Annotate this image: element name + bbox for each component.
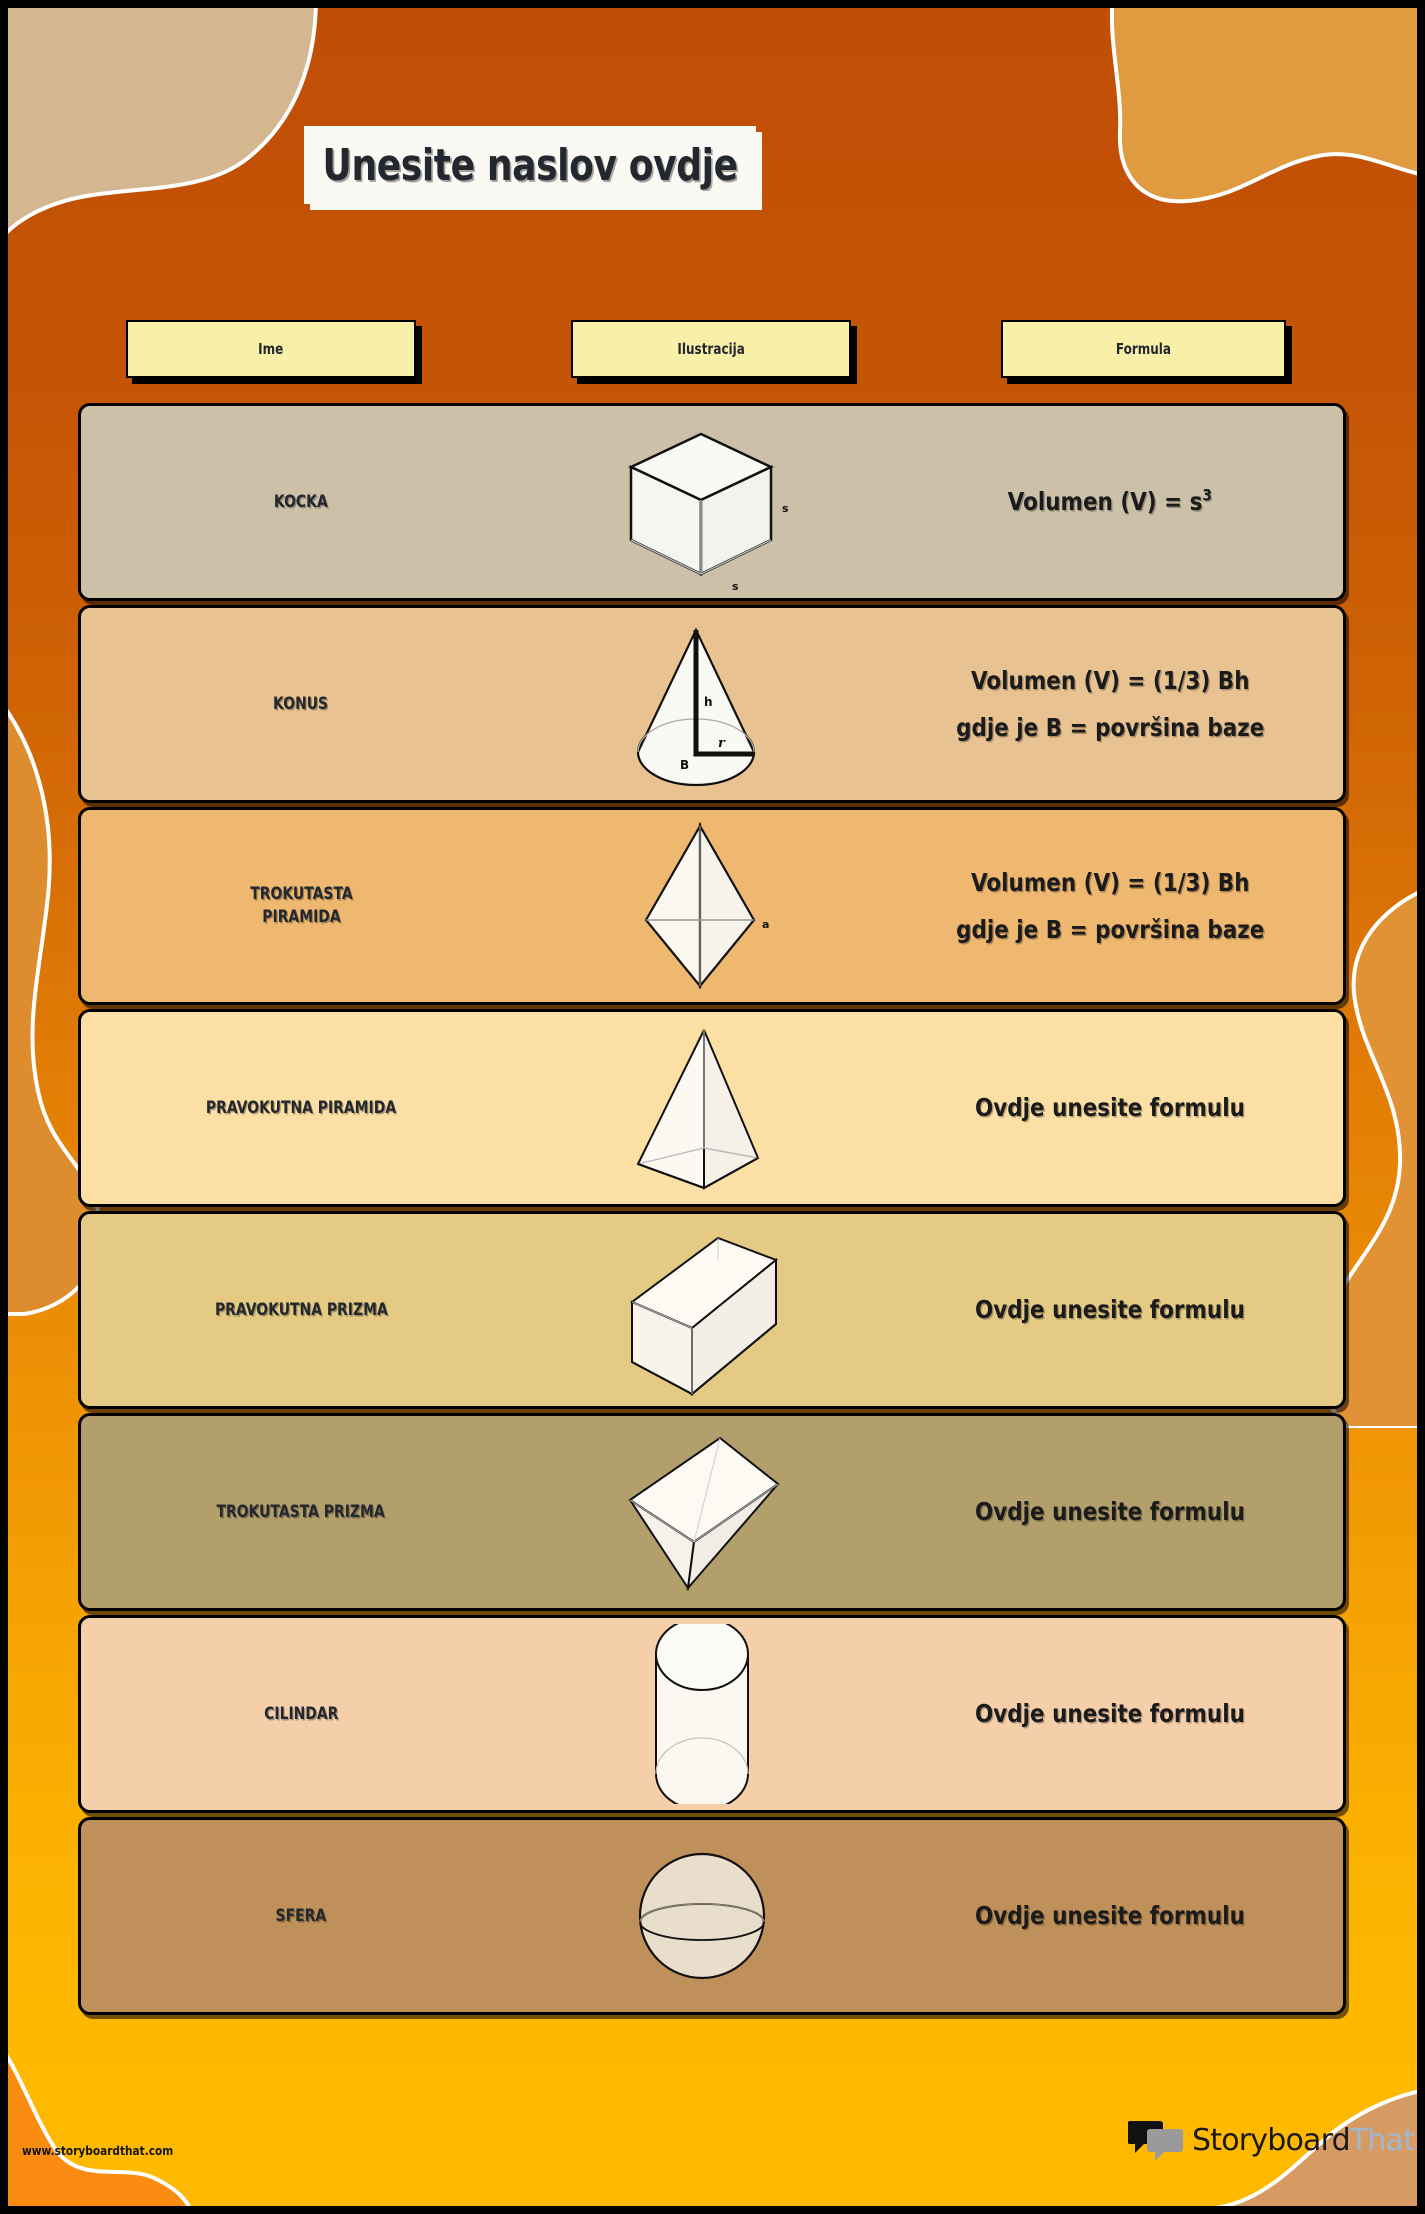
shape-name-label: SFERA [275, 1905, 327, 1926]
cylinder-icon [655, 1624, 749, 1804]
cone-height-label: h [704, 695, 713, 709]
row-formula-cell: Ovdje unesite formulu [891, 1084, 1343, 1132]
row-name-cell: PRAVOKUTNA PIRAMIDA [81, 1097, 511, 1120]
row-formula-cell: Volumen (V) = (1/3) Bh gdje je B = površ… [891, 657, 1343, 752]
chip-face: Formula [1001, 320, 1286, 378]
cone-radius-label: r [718, 736, 726, 751]
row-formula-cell: Ovdje unesite formulu [891, 1892, 1343, 1940]
row-name-cell: KOCKA [81, 491, 511, 514]
cube-icon: s s [628, 432, 789, 592]
header-chip-ime[interactable]: Ime [126, 320, 422, 384]
row-name-cell: TROKUTASTA PRIZMA [81, 1501, 511, 1524]
formula-label: Volumen (V) = (1/3) Bh gdje je B = površ… [956, 657, 1264, 752]
shape-name-line-2: PIRAMIDA [261, 907, 341, 927]
row-name-cell: SFERA [81, 1905, 511, 1928]
blob-bottom-left-decoration [8, 2038, 234, 2206]
formula-label: Ovdje unesite formulu [975, 1295, 1245, 1325]
poster-title-card[interactable]: Unesite naslov ovdje [304, 126, 762, 210]
table-row[interactable]: TROKUTASTA PIRAMIDA a Volumen (V [78, 807, 1346, 1005]
header-label-name: Ime [258, 340, 284, 358]
formula-line-1: Volumen (V) = (1/3) Bh [970, 665, 1250, 695]
rectangular-prism-icon [630, 1236, 778, 1397]
cube-edge-label-bottom: s [732, 580, 739, 592]
page-title: Unesite naslov ovdje [322, 139, 738, 191]
header-label-illustration: Ilustracija [677, 340, 745, 358]
table-row[interactable]: KOCKA s s Volumen (V) = s3 [78, 403, 1346, 601]
row-formula-cell: Ovdje unesite formulu [891, 1286, 1343, 1334]
footer-website-url[interactable]: www.storyboardthat.com [22, 2144, 174, 2158]
cube-edge-label-right: s [782, 502, 789, 515]
header-chip-formula[interactable]: Formula [1001, 320, 1292, 384]
logo-wordmark: StoryboardThat [1192, 2122, 1415, 2158]
row-formula-cell: Volumen (V) = s3 [891, 478, 1343, 526]
cone-icon: h r B [636, 627, 756, 787]
shape-table: KOCKA s s Volumen (V) = s3 [78, 403, 1346, 2019]
formula-label: Volumen (V) = s3 [1007, 485, 1213, 517]
header-label-formula: Formula [1115, 340, 1172, 358]
row-illustration-cell [511, 1220, 891, 1400]
formula-label: Volumen (V) = (1/3) Bh gdje je B = površ… [956, 859, 1264, 954]
formula-line-2: gdje je B = površina baze [955, 713, 1265, 742]
shape-name-label: KONUS [273, 693, 329, 714]
row-name-cell: TROKUTASTA PIRAMIDA [81, 883, 511, 929]
triangular-prism-icon [628, 1436, 780, 1592]
sphere-icon [638, 1852, 766, 1980]
row-name-cell: CILINDAR [81, 1703, 511, 1726]
logo-word-secondary: That [1349, 2122, 1415, 2158]
row-illustration-cell: s s [511, 412, 891, 592]
rectangular-pyramid-icon [636, 1029, 760, 1190]
shape-name-label: TROKUTASTA PIRAMIDA [250, 883, 352, 929]
row-name-cell: KONUS [81, 693, 511, 716]
row-name-cell: PRAVOKUTNA PRIZMA [81, 1299, 511, 1322]
row-formula-cell: Volumen (V) = (1/3) Bh gdje je B = površ… [891, 859, 1343, 954]
shape-name-label: CILINDAR [263, 1703, 339, 1724]
logo-word-primary: Storyboard [1192, 2122, 1351, 2158]
row-illustration-cell [511, 1624, 891, 1804]
row-illustration-cell: h r B [511, 614, 891, 794]
formula-line-1: Volumen (V) = (1/3) Bh [970, 867, 1250, 897]
row-illustration-cell [511, 1826, 891, 2006]
table-row[interactable]: PRAVOKUTNA PIRAMIDA Ovdje unesite formul… [78, 1009, 1346, 1207]
poster-canvas: Unesite naslov ovdje Ime Ilustracija For [8, 8, 1417, 2206]
table-row[interactable]: PRAVOKUTNA PRIZMA Ovdje unesite formulu [78, 1211, 1346, 1409]
formula-label: Ovdje unesite formulu [975, 1093, 1245, 1123]
blob-top-left-decoration [8, 8, 328, 248]
blob-bottom-right-decoration [1106, 2088, 1417, 2206]
formula-label: Ovdje unesite formulu [975, 1497, 1245, 1527]
table-row[interactable]: CILINDAR Ovdje unesite formulu [78, 1615, 1346, 1813]
row-illustration-cell [511, 1018, 891, 1198]
shape-name-label: TROKUTASTA PRIZMA [216, 1501, 386, 1522]
title-card-face: Unesite naslov ovdje [304, 126, 756, 204]
chip-face: Ime [126, 320, 416, 378]
row-illustration-cell: a [511, 816, 891, 996]
table-row[interactable]: TROKUTASTA PRIZMA Ovdje unesite formulu [78, 1413, 1346, 1611]
formula-line-2: gdje je B = površina baze [955, 915, 1265, 944]
cone-base-label: B [680, 758, 689, 772]
row-formula-cell: Ovdje unesite formulu [891, 1488, 1343, 1536]
shape-name-line-1: TROKUTASTA [249, 884, 353, 905]
formula-label: Ovdje unesite formulu [975, 1699, 1245, 1729]
shape-name-label: PRAVOKUTNA PRIZMA [214, 1299, 388, 1320]
row-illustration-cell [511, 1422, 891, 1602]
row-formula-cell: Ovdje unesite formulu [891, 1690, 1343, 1738]
blob-top-right-decoration [1068, 8, 1417, 256]
column-headers: Ime Ilustracija Formula [8, 320, 1417, 384]
storyboardthat-logo[interactable]: StoryboardThat [1128, 2118, 1415, 2162]
speech-bubbles-icon [1128, 2121, 1183, 2161]
shape-name-label: PRAVOKUTNA PIRAMIDA [205, 1097, 397, 1118]
formula-label: Ovdje unesite formulu [975, 1901, 1245, 1931]
table-row[interactable]: KONUS h r B Volumen (V) = (1/3) [78, 605, 1346, 803]
header-chip-ilustracija[interactable]: Ilustracija [571, 320, 857, 384]
table-row[interactable]: SFERA Ovdje unesite formulu [78, 1817, 1346, 2015]
triangular-pyramid-icon: a [644, 821, 769, 990]
pyramid-edge-label: a [762, 918, 769, 931]
chip-face: Ilustracija [571, 320, 851, 378]
shape-name-label: KOCKA [274, 491, 328, 512]
